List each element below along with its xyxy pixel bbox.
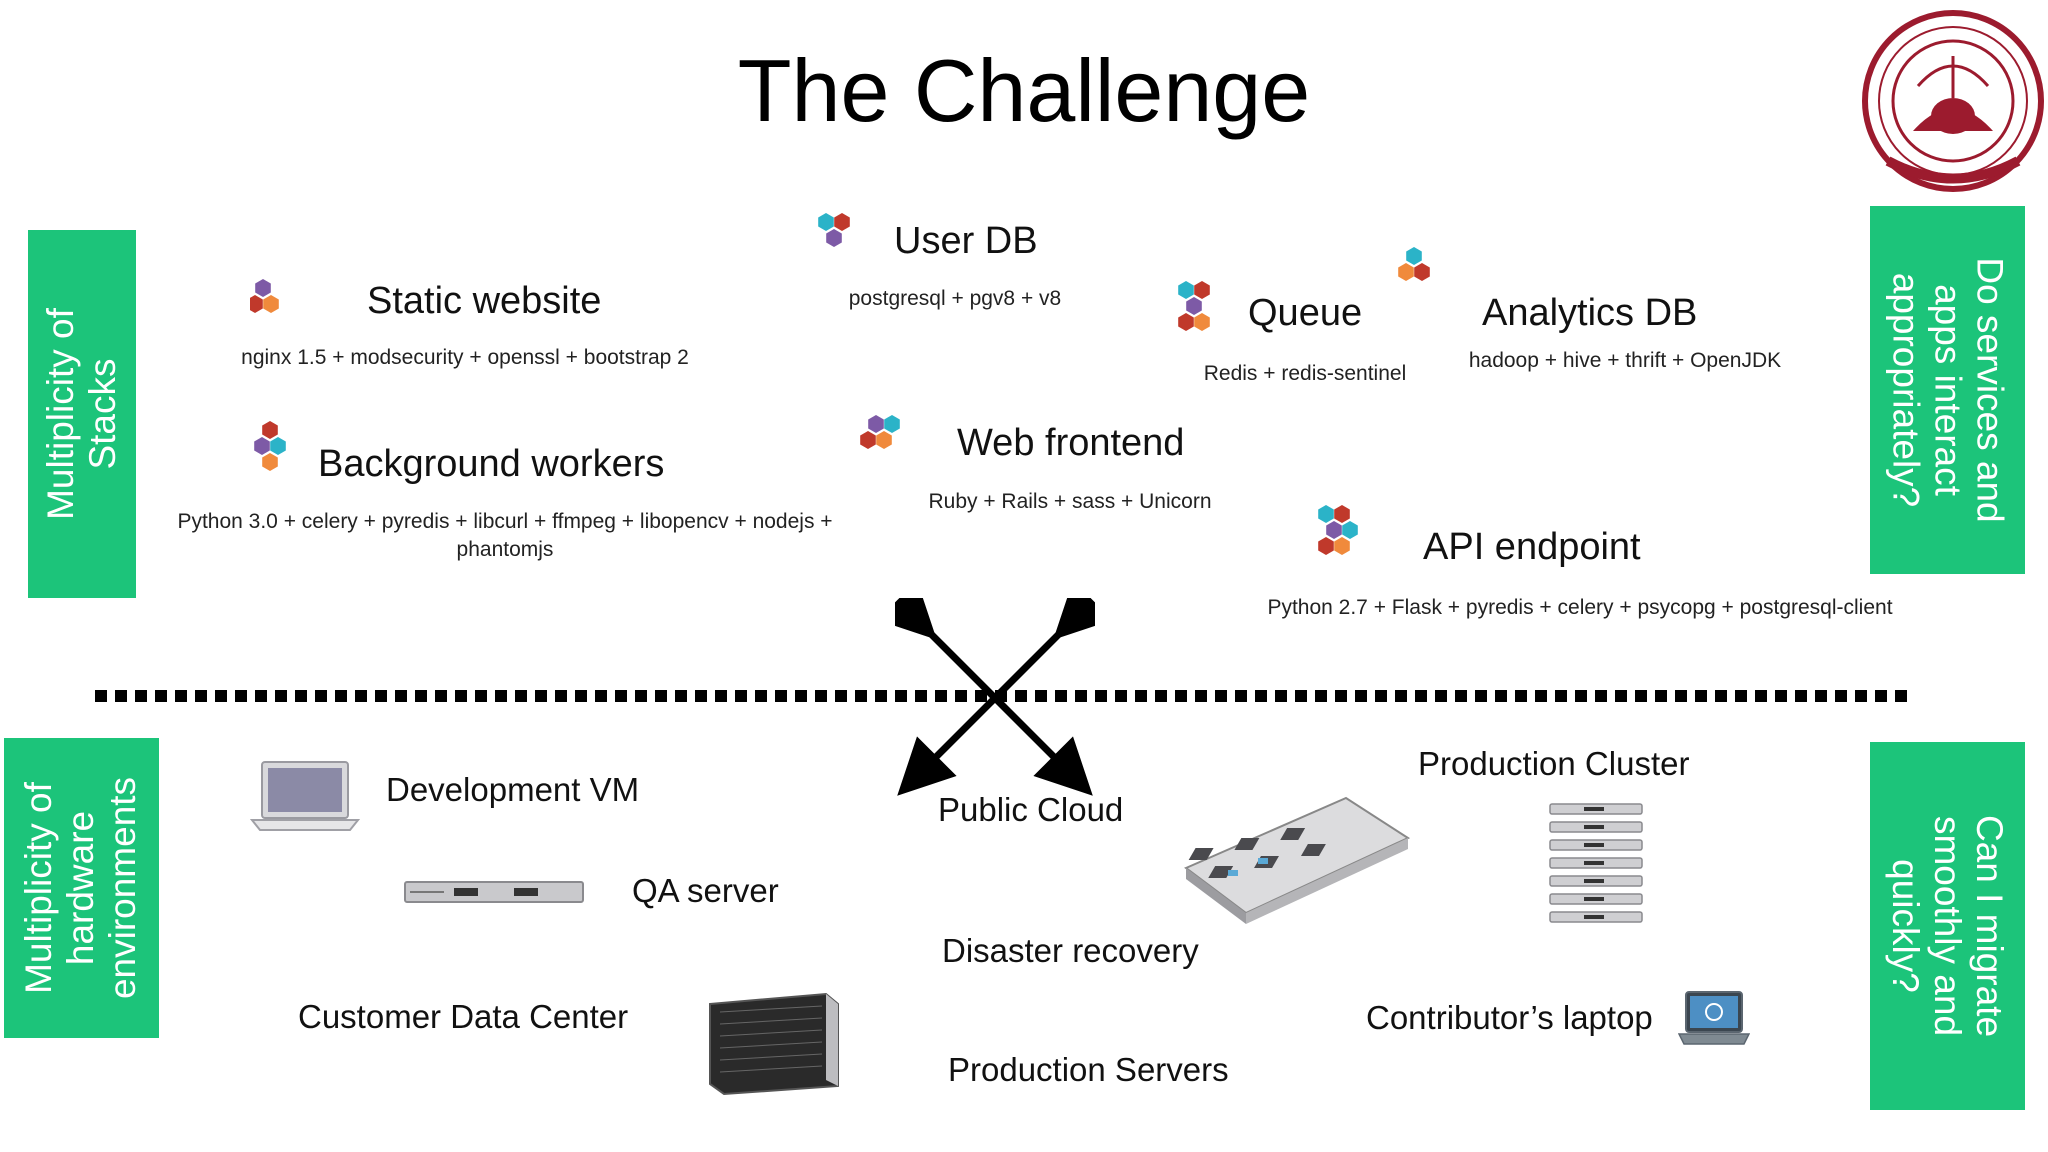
service-title-background-workers: Background workers: [318, 443, 665, 485]
hexagon-shape: [1318, 505, 1334, 523]
hexagon-shape: [826, 229, 842, 247]
service-desc-analytics-db: hadoop + hive + thrift + OpenJDK: [1468, 349, 1782, 372]
label-services-interact: Do services and apps interact appropriat…: [1870, 206, 2025, 574]
contributor-laptop-icon: [1678, 991, 1750, 1045]
slide-title: The Challenge: [737, 41, 1311, 140]
hexagon-shape: [254, 437, 270, 455]
env-customer-data-center: Customer Data Center: [298, 998, 629, 1035]
label-multiplicity-of-hardware: Multiplicity of hardware environments: [4, 738, 159, 1038]
env-disaster-recovery: Disaster recovery: [942, 932, 1199, 969]
service-title-queue: Queue: [1248, 292, 1363, 334]
server-board-icon: [1184, 796, 1411, 924]
service-title-web-frontend: Web frontend: [957, 422, 1185, 464]
hexagon-shape: [876, 431, 892, 449]
static-website-hex-icon: [250, 279, 279, 313]
hexagon-shape: [1194, 281, 1210, 299]
hexagon-shape: [270, 437, 286, 455]
hexagon-shape: [1342, 521, 1358, 539]
service-title-user-db: User DB: [894, 220, 1038, 262]
hexagon-shape: [884, 415, 900, 433]
service-title-static-website: Static website: [367, 280, 602, 322]
institution-seal-logo: [1862, 10, 2044, 192]
env-public-cloud: Public Cloud: [938, 791, 1124, 828]
service-desc-api-endpoint: Python 2.7 + Flask + pyredis + celery + …: [1267, 596, 1893, 619]
user-db-hex-icon: [818, 213, 850, 247]
hexagon-shape: [250, 295, 263, 313]
laptop-icon: [250, 761, 360, 831]
env-production-cluster: Production Cluster: [1418, 745, 1690, 782]
hexagon-shape: [834, 213, 850, 231]
hexagon-shape: [1318, 537, 1334, 555]
hexagon-shape: [262, 453, 278, 471]
hexagon-shape: [262, 421, 278, 439]
crossed-arrows-icon: [895, 598, 1095, 796]
hexagon-shape: [1334, 505, 1350, 523]
service-desc-user-db: postgresql + pgv8 + v8: [848, 287, 1062, 310]
service-title-analytics-db: Analytics DB: [1482, 292, 1698, 334]
hexagon-shape: [1406, 247, 1422, 265]
background-workers-hex-icon: [254, 421, 286, 471]
service-desc-queue: Redis + redis-sentinel: [1203, 362, 1407, 385]
hexagon-shape: [1178, 313, 1194, 331]
analytics-db-hex-icon: [1398, 247, 1430, 281]
env-qa-server: QA server: [632, 872, 779, 909]
hexagon-shape: [1414, 263, 1430, 281]
server-stack-icon: [1549, 803, 1643, 923]
hexagon-shape: [1178, 281, 1194, 299]
hexagon-shape: [1194, 313, 1210, 331]
rack-server-icon: [404, 881, 584, 903]
env-contributors-laptop: Contributor’s laptop: [1366, 999, 1653, 1036]
hexagon-shape: [1186, 297, 1202, 315]
service-title-api-endpoint: API endpoint: [1423, 526, 1641, 568]
label-multiplicity-of-stacks: Multiplicity of Stacks: [28, 230, 136, 598]
hexagon-shape: [1334, 537, 1350, 555]
queue-hex-icon: [1178, 281, 1210, 331]
env-production-servers: Production Servers: [948, 1051, 1229, 1088]
label-migrate-smoothly: Can I migrate smoothly and quickly?: [1870, 742, 2025, 1110]
service-desc-web-frontend: Ruby + Rails + sass + Unicorn: [928, 490, 1212, 513]
hexagon-shape: [860, 431, 876, 449]
hexagon-shape: [818, 213, 834, 231]
api-endpoint-hex-icon: [1318, 505, 1358, 555]
hexagon-shape: [868, 415, 884, 433]
blade-chassis-icon: [709, 992, 839, 1096]
hexagon-shape: [1326, 521, 1342, 539]
web-frontend-hex-icon: [860, 415, 900, 449]
hexagon-shape: [263, 295, 279, 313]
service-desc-static-website: nginx 1.5 + modsecurity + openssl + boot…: [241, 346, 689, 369]
env-development-vm: Development VM: [386, 771, 640, 808]
hexagon-shape: [1398, 263, 1414, 281]
hexagon-shape: [255, 279, 271, 297]
service-desc-background-workers: Python 3.0 + celery + pyredis + libcurl …: [177, 510, 833, 561]
